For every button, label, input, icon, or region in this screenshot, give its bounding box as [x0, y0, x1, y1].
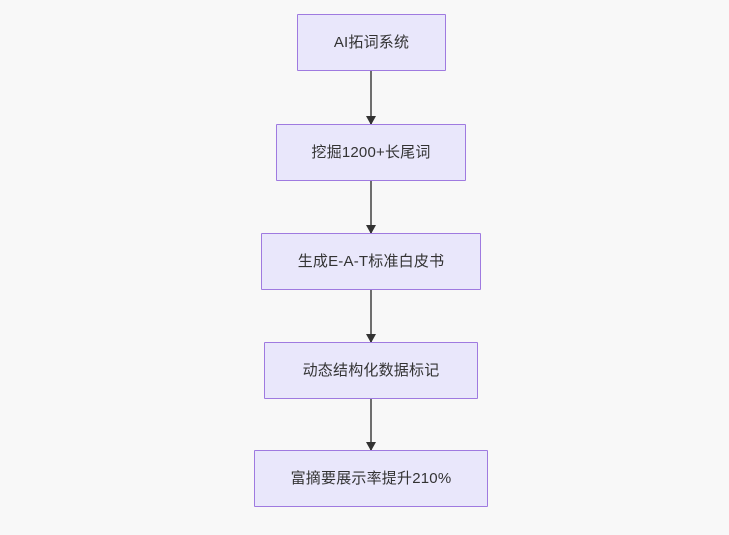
edge-line — [370, 181, 372, 233]
flowchart-node-1[interactable]: AI拓词系统 — [297, 14, 446, 71]
flowchart-node-4-label: 动态结构化数据标记 — [302, 361, 440, 379]
edge-line — [370, 71, 372, 124]
flowchart-node-5-label: 富摘要展示率提升210% — [290, 469, 452, 487]
flowchart-node-3-label: 生成E-A-T标准白皮书 — [297, 252, 445, 270]
edge-line — [370, 399, 372, 450]
flowchart-node-3[interactable]: 生成E-A-T标准白皮书 — [261, 233, 481, 290]
flowchart-node-1-label: AI拓词系统 — [333, 33, 410, 51]
flowchart-node-2-label: 挖掘1200+长尾词 — [311, 143, 431, 161]
flowchart-node-2[interactable]: 挖掘1200+长尾词 — [276, 124, 466, 181]
flowchart-node-5[interactable]: 富摘要展示率提升210% — [254, 450, 488, 507]
flowchart-node-4[interactable]: 动态结构化数据标记 — [264, 342, 478, 399]
edge-line — [370, 290, 372, 342]
